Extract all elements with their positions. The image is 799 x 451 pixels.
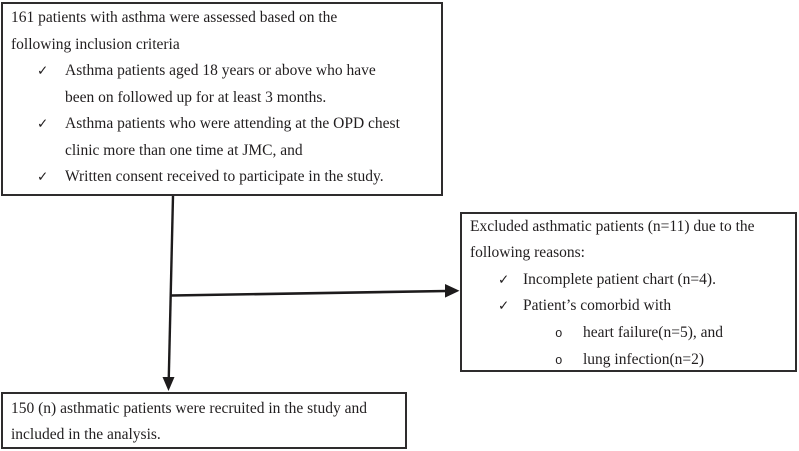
horizontal-branch-line xyxy=(171,289,448,297)
excluded-intro-line-2: following reasons: xyxy=(470,244,585,262)
checkmark-icon: ✓ xyxy=(498,271,510,288)
checkmark-icon: ✓ xyxy=(37,116,49,132)
excluded-intro-line-1: Excluded asthmatic patients (n=11) due t… xyxy=(470,218,755,235)
inclusion-bullet-1: ✓ Asthma patients aged 18 years or above … xyxy=(3,58,441,85)
checkmark-icon: ✓ xyxy=(498,298,510,315)
excluded-sub-bullet-1-text: heart failure(n=5), and xyxy=(583,323,723,341)
excluded-sub-bullet-1: o heart failure(n=5), and xyxy=(462,320,795,347)
checkmark-icon: ✓ xyxy=(37,63,49,79)
excluded-bullet-2-text: Patient’s comorbid with xyxy=(523,297,672,315)
recruited-line-2: included in the analysis. xyxy=(11,425,161,443)
inclusion-bullet-2-cont: clinic more than one time at JMC, and xyxy=(65,141,303,159)
inclusion-intro-line-1: 161 patients with asthma were assessed b… xyxy=(11,9,338,26)
excluded-sub-bullet-2-text: lung infection(n=2) xyxy=(583,351,705,369)
excluded-sub-bullet-2: o lung infection(n=2) xyxy=(462,347,795,374)
circle-bullet-icon: o xyxy=(555,354,563,369)
right-arrowhead xyxy=(445,284,460,298)
inclusion-bullet-3-text: Written consent received to participate … xyxy=(65,168,384,185)
inclusion-bullet-2-text: Asthma patients who were attending at th… xyxy=(65,115,400,132)
inclusion-intro-line-2: following inclusion criteria xyxy=(11,35,180,53)
inclusion-criteria-box: 161 patients with asthma were assessed b… xyxy=(1,2,443,196)
inclusion-bullet-3: ✓ Written consent received to participate… xyxy=(3,164,441,191)
excluded-bullet-1-text: Incomplete patient chart (n=4). xyxy=(523,270,716,288)
excluded-bullet-1: ✓ Incomplete patient chart (n=4). xyxy=(462,267,795,293)
excluded-bullet-2: ✓ Patient’s comorbid with xyxy=(462,293,795,319)
circle-bullet-icon: o xyxy=(555,326,563,341)
recruited-line-1: 150 (n) asthmatic patients were recruite… xyxy=(11,400,367,417)
down-arrowhead xyxy=(162,377,175,391)
vertical-flow-line xyxy=(167,195,175,382)
recruited-patients-box: 150 (n) asthmatic patients were recruite… xyxy=(1,392,407,449)
inclusion-bullet-1-cont: been on followed up for at least 3 month… xyxy=(65,88,327,106)
excluded-patients-box: Excluded asthmatic patients (n=11) due t… xyxy=(460,212,797,372)
inclusion-bullet-2: ✓ Asthma patients who were attending at t… xyxy=(3,111,441,138)
checkmark-icon: ✓ xyxy=(37,169,49,185)
inclusion-bullet-1-text: Asthma patients aged 18 years or above w… xyxy=(65,62,376,79)
